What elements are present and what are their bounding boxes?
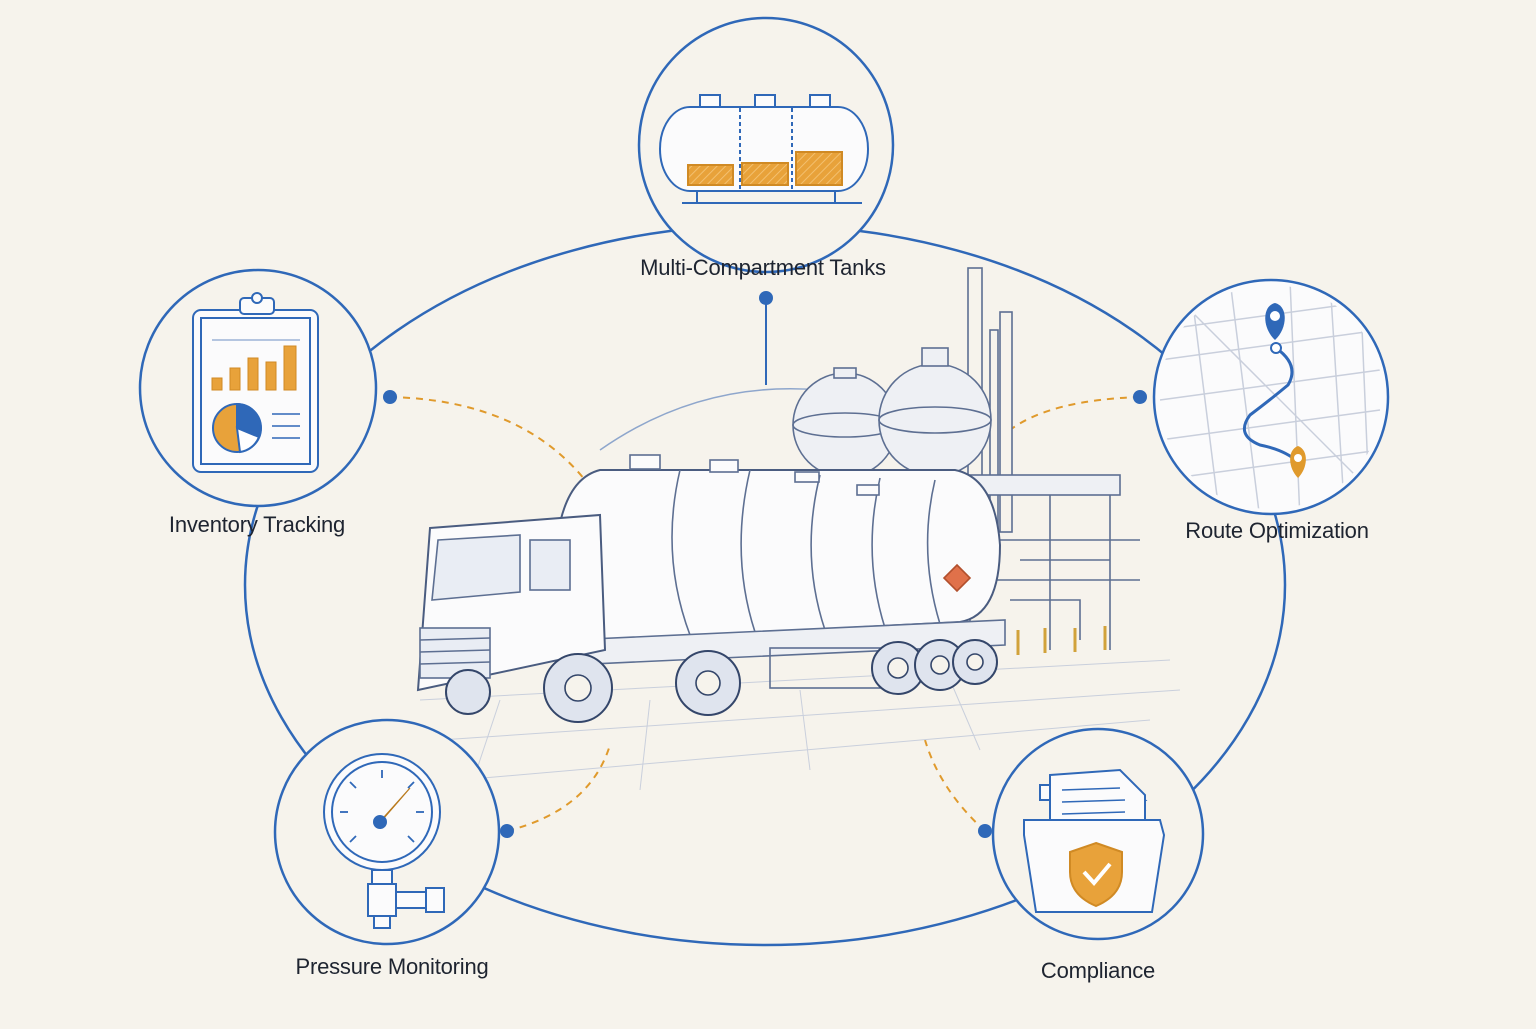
label-tanks: Multi-Compartment Tanks xyxy=(640,255,886,280)
tank-compartments-icon xyxy=(659,94,869,204)
clipboard-chart-icon xyxy=(192,292,319,473)
feature-tanks-node[interactable] xyxy=(637,16,895,274)
feature-route-node[interactable] xyxy=(1152,278,1390,520)
label-inventory: Inventory Tracking xyxy=(168,512,346,537)
label-route: Route Optimization xyxy=(1185,518,1369,543)
folder-shield-icon xyxy=(1023,768,1166,913)
label-pressure: Pressure Monitoring xyxy=(295,954,489,979)
pressure-gauge-icon xyxy=(323,753,445,929)
label-compliance: Compliance xyxy=(1040,958,1156,983)
map-route-icon xyxy=(1159,285,1381,509)
feature-inventory-node[interactable] xyxy=(138,268,378,508)
tanker-truck-refinery-icon xyxy=(416,267,1181,791)
connectors xyxy=(383,291,1147,838)
feature-pressure-node[interactable] xyxy=(273,718,501,946)
feature-compliance-node[interactable] xyxy=(991,727,1205,941)
